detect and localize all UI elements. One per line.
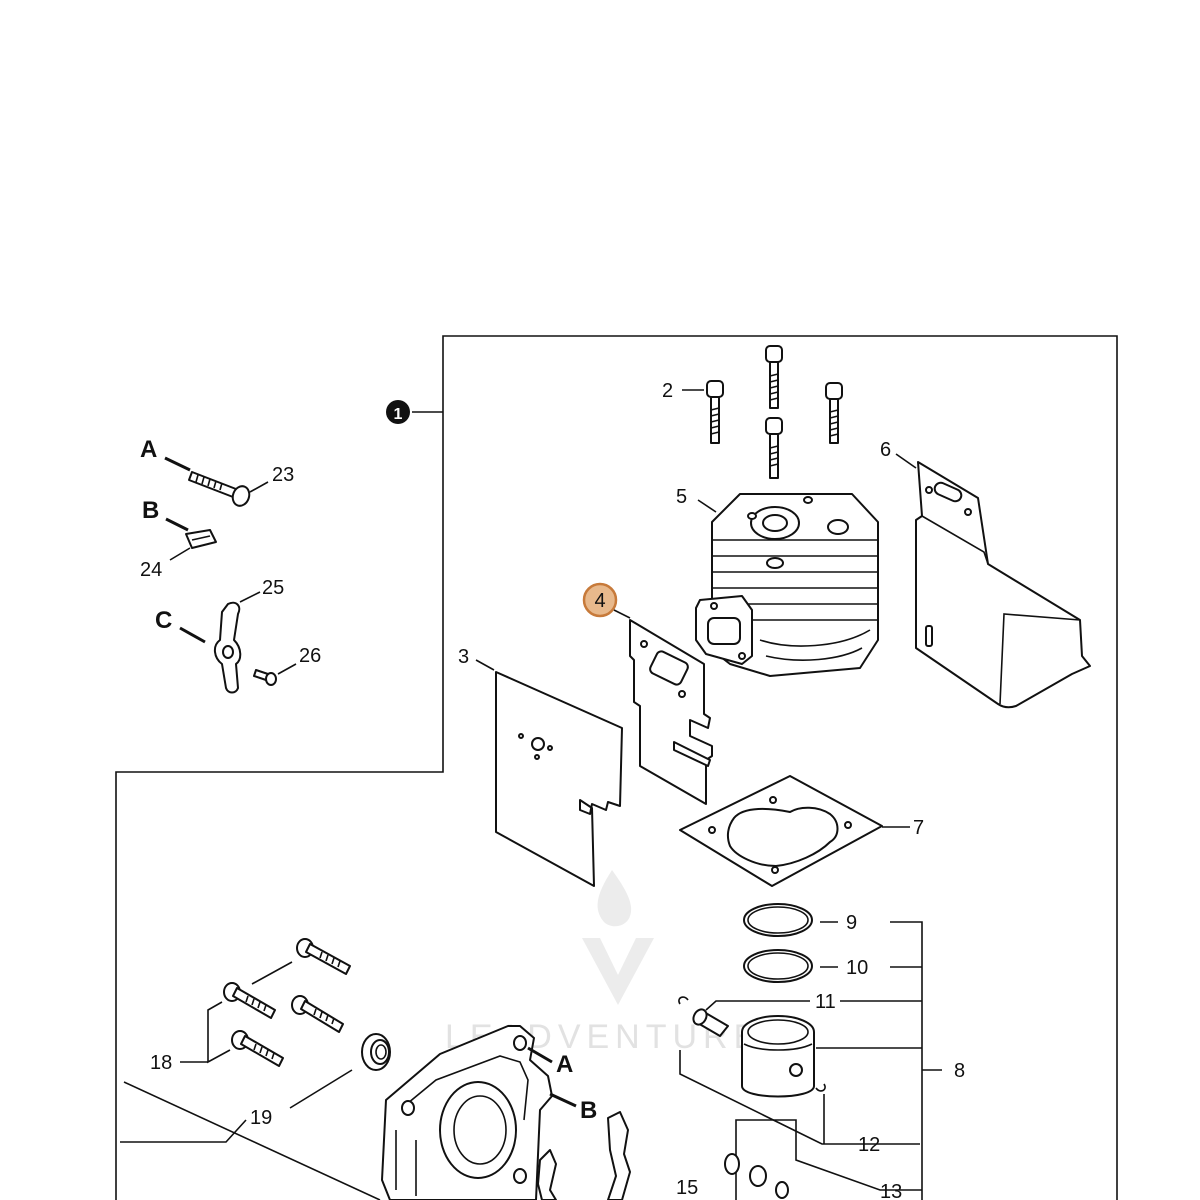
callout-24[interactable]: 24 [140,559,162,581]
screw-26 [253,669,277,686]
callout-3[interactable]: 3 [458,646,469,668]
screw-2a [706,380,724,444]
callout-2[interactable]: 2 [662,380,673,402]
callout-23[interactable]: 23 [272,464,294,486]
assembly-frame-left [115,412,444,1200]
leader-25 [239,591,261,603]
oil-seal-19 [361,1033,391,1071]
circlip-12b [815,1083,826,1092]
callout-8[interactable]: 8 [954,1060,965,1082]
leader-4 [613,609,631,619]
gasket-crankcase-b [537,1149,557,1200]
svg-text:1: 1 [394,406,403,423]
leader-a-top [164,456,191,472]
cylinder-5 [695,493,879,677]
leader-19 [289,1069,353,1109]
callout-5[interactable]: 5 [676,486,687,508]
callout-12[interactable]: 12 [858,1134,880,1156]
letter-a-bottom: A [556,1051,573,1078]
piston-pin-11 [692,1008,729,1037]
leader-6 [895,453,917,469]
callout-15[interactable]: 15 [676,1177,698,1199]
letter-b-bottom: B [580,1097,597,1124]
bearing-parts-15 [724,1153,789,1199]
leader-b-top [165,517,189,532]
leader-12 [679,1050,920,1145]
callout-4[interactable]: 4 [582,582,618,618]
callout-6[interactable]: 6 [880,439,891,461]
crankcase [381,1025,553,1200]
leader-8-bracket [816,921,942,1200]
leader-18 [207,961,293,1064]
leader-13 [735,1119,922,1200]
lever-25 [214,601,242,694]
leader-23 [249,481,269,493]
v-watermark-icon [582,938,654,1005]
piston-ring-9 [743,903,813,937]
assembly-frame-top [442,335,1118,1200]
callout-9[interactable]: 9 [846,912,857,934]
callout-10[interactable]: 10 [846,957,868,979]
screw-18c [291,995,344,1033]
gasket-3 [495,671,623,887]
shroud-6 [915,461,1091,709]
nut-24 [185,529,217,549]
screw-18a [296,938,351,975]
leader-11 [705,1000,810,1011]
screw-18b [223,982,276,1019]
screws-2 [706,345,843,479]
callout-11[interactable]: 11 [815,991,836,1013]
piston [741,1015,815,1098]
leader-3 [475,659,495,671]
screw-2b [765,345,783,409]
gasket-4 [629,619,713,805]
leader-18-frame [123,1081,381,1200]
callout-26[interactable]: 26 [299,645,321,667]
screws-18 [223,938,351,1067]
screw-2d [765,417,783,479]
callout-13[interactable]: 13 [880,1181,902,1200]
flame-watermark-icon [597,870,632,927]
leader-26 [277,663,297,675]
leader-5 [697,499,717,513]
letter-c-top: C [155,607,172,634]
leader-19b [120,1119,247,1143]
leader-24 [169,547,191,561]
letter-a-top: A [140,436,157,463]
callout-7[interactable]: 7 [913,817,924,839]
letter-b-top: B [142,497,159,524]
gasket-crankcase [607,1111,631,1200]
leader-c-top [179,626,206,644]
leader-b-bottom [549,1092,577,1108]
callout-19[interactable]: 19 [250,1107,272,1129]
svg-text:4: 4 [594,590,605,612]
screw-18d [231,1030,284,1067]
circlip-12a [678,996,689,1005]
screw-23 [188,471,251,507]
callout-18[interactable]: 18 [150,1052,172,1074]
gasket-7 [679,775,883,887]
callout-25[interactable]: 25 [262,577,284,599]
leader-a-bottom [527,1046,553,1064]
callout-1[interactable]: 1 [386,400,410,424]
screw-2c [825,382,843,444]
piston-ring-10 [743,949,813,983]
